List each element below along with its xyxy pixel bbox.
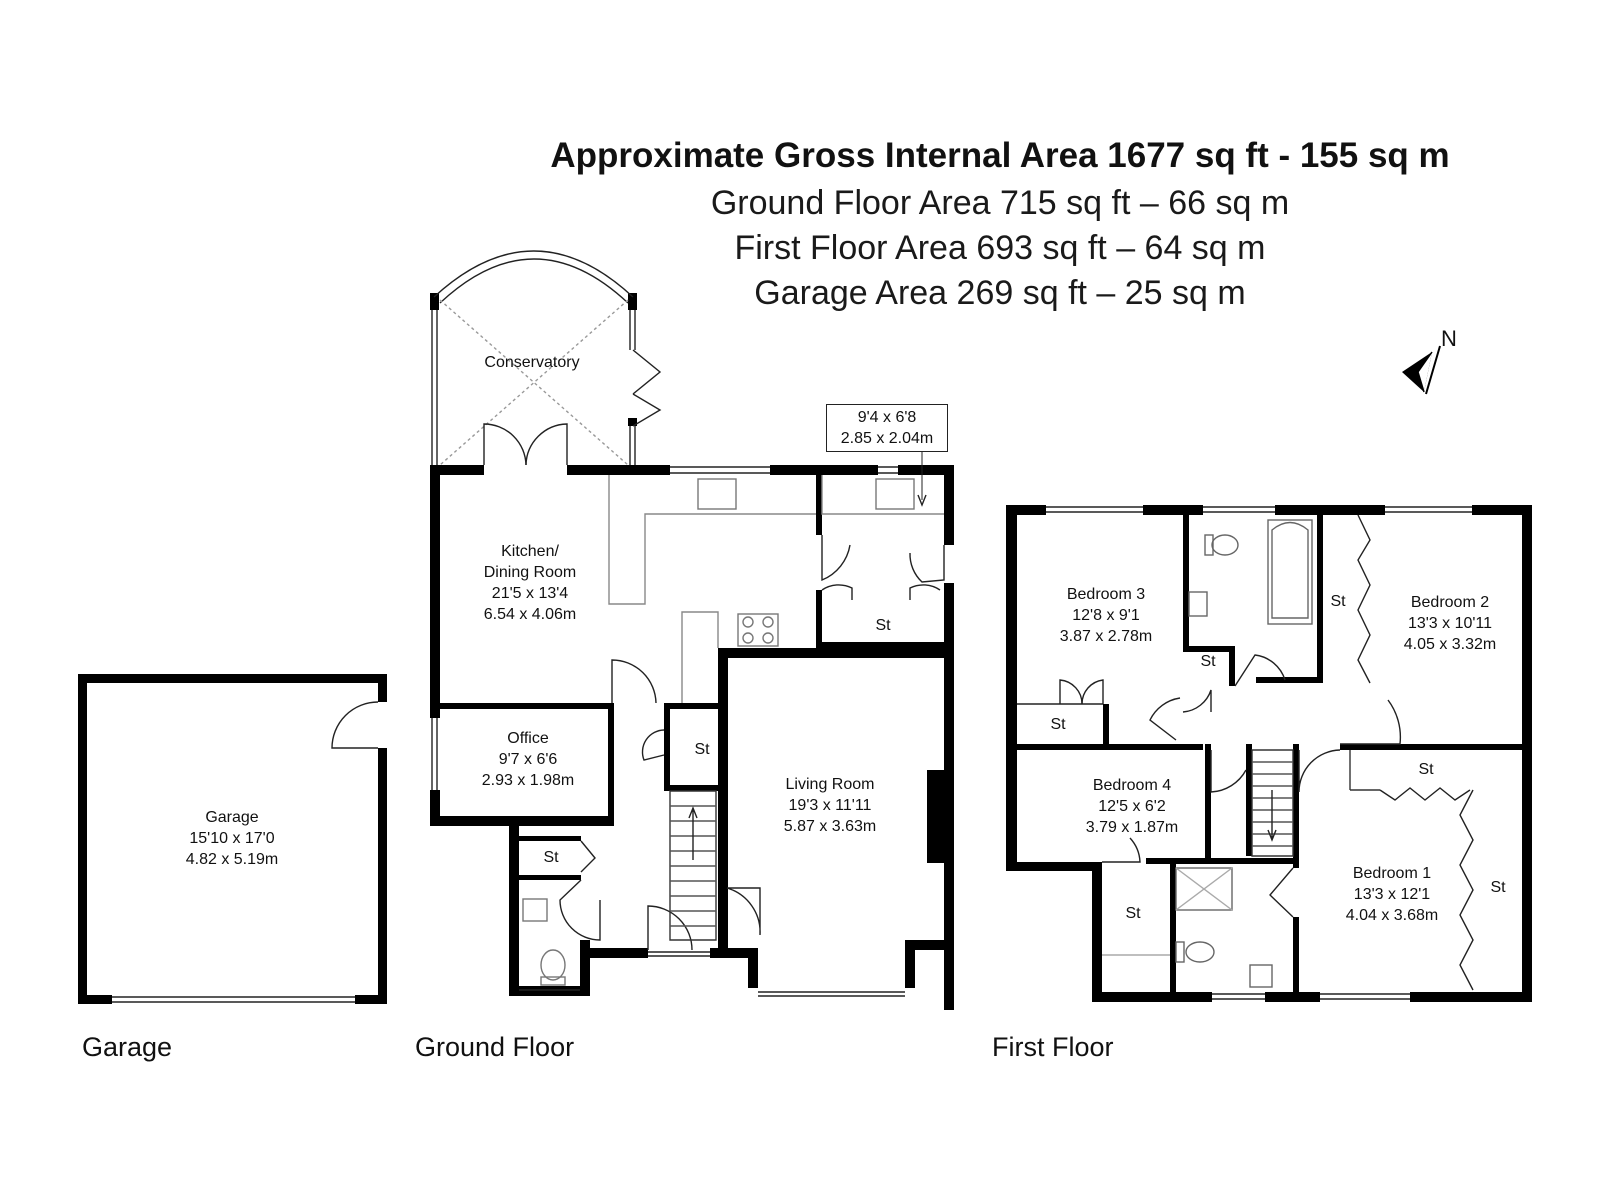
room-name: Bedroom 4 bbox=[1092, 777, 1172, 794]
ff-wall-left bbox=[1006, 505, 1017, 871]
room-imperial: 19'3 x 11'11 bbox=[788, 797, 872, 814]
fireplace bbox=[927, 770, 945, 863]
room-name: Kitchen/ bbox=[501, 543, 559, 560]
room-bedroom-1: Bedroom 1 13'3 x 12'1 4.04 x 3.68m bbox=[1346, 863, 1439, 926]
room-name: Bedroom 2 bbox=[1410, 594, 1490, 611]
garage-wall-right-lower bbox=[378, 748, 387, 1004]
garage-wall-left bbox=[78, 674, 87, 1004]
ff-stairs bbox=[1251, 749, 1294, 857]
room-metric: 4.82 x 5.19m bbox=[185, 851, 279, 868]
gf-wall-left-kitchen bbox=[430, 465, 440, 705]
bath bbox=[1267, 519, 1313, 625]
floor-label-ground: Ground Floor bbox=[415, 1032, 575, 1062]
room-bedroom-4: Bedroom 4 12'5 x 6'2 3.79 x 1.87m bbox=[1086, 775, 1179, 838]
garage-wall-bottom-right bbox=[355, 995, 387, 1004]
storage-label: St bbox=[1050, 716, 1066, 733]
conservatory-door-swing bbox=[483, 423, 527, 466]
room-metric: 4.05 x 3.32m bbox=[1403, 636, 1497, 653]
room-name-2: Dining Room bbox=[483, 564, 577, 581]
storage-label: St bbox=[543, 849, 559, 866]
wc-toilet bbox=[540, 949, 566, 981]
storage-label: St bbox=[1418, 761, 1434, 778]
ff-toilet bbox=[1211, 534, 1239, 556]
room-conservatory: Conservatory bbox=[484, 352, 579, 373]
room-imperial: 12'5 x 6'2 bbox=[1098, 798, 1166, 815]
storage-label: St bbox=[1200, 653, 1216, 670]
room-imperial: 9'7 x 6'6 bbox=[498, 751, 558, 768]
room-bedroom-3: Bedroom 3 12'8 x 9'1 3.87 x 2.78m bbox=[1060, 584, 1153, 647]
hob bbox=[737, 613, 779, 647]
room-name: Office bbox=[507, 730, 549, 747]
room-office: Office 9'7 x 6'6 2.93 x 1.98m bbox=[482, 728, 575, 791]
room-imperial: 12'8 x 9'1 bbox=[1072, 607, 1140, 624]
storage-label: St bbox=[1330, 593, 1346, 610]
room-metric: 2.93 x 1.98m bbox=[481, 772, 575, 789]
floor-label-first: First Floor bbox=[992, 1032, 1114, 1062]
room-name: Bedroom 1 bbox=[1352, 865, 1432, 882]
ff-wall-right bbox=[1522, 505, 1532, 1002]
storage-label: St bbox=[1490, 879, 1506, 896]
room-metric: 4.04 x 3.68m bbox=[1345, 907, 1439, 924]
room-metric: 2.85 x 2.04m bbox=[840, 430, 934, 447]
kitchen-worktop bbox=[608, 475, 816, 605]
gf-stairs bbox=[669, 790, 717, 941]
conservatory-roof-outer bbox=[433, 250, 634, 298]
room-metric: 3.87 x 2.78m bbox=[1059, 628, 1153, 645]
garage-wall-right-upper bbox=[378, 674, 387, 702]
room-name: Conservatory bbox=[484, 354, 580, 371]
room-imperial: 13'3 x 10'11 bbox=[1407, 615, 1493, 632]
room-metric: 5.87 x 3.63m bbox=[783, 818, 877, 835]
room-kitchen: Kitchen/ Dining Room 21'5 x 13'4 6.54 x … bbox=[484, 541, 577, 625]
garage-side-door-swing bbox=[331, 701, 379, 749]
room-bedroom-2: Bedroom 2 13'3 x 10'11 4.05 x 3.32m bbox=[1404, 592, 1497, 655]
room-imperial: 9'4 x 6'8 bbox=[857, 409, 917, 426]
room-metric: 6.54 x 4.06m bbox=[483, 606, 577, 623]
room-imperial: 21'5 x 13'4 bbox=[491, 585, 569, 602]
cupboard-doors bbox=[821, 584, 941, 600]
floor-label-garage: Garage bbox=[82, 1032, 173, 1062]
room-imperial: 15'10 x 17'0 bbox=[189, 830, 275, 847]
wc-basin bbox=[522, 898, 548, 922]
storage-label: St bbox=[694, 741, 710, 758]
room-garage: Garage 15'10 x 17'0 4.82 x 5.19m bbox=[186, 807, 279, 870]
north-arrow-icon bbox=[1402, 345, 1441, 395]
gf-wall-top-left bbox=[430, 465, 478, 475]
room-imperial: 13'3 x 12'1 bbox=[1353, 886, 1431, 903]
north-label: N bbox=[1441, 326, 1457, 351]
room-living: Living Room 19'3 x 11'11 5.87 x 3.63m bbox=[784, 774, 877, 837]
first-floor-area: First Floor Area 693 sq ft – 64 sq m bbox=[734, 229, 1266, 267]
room-name: Living Room bbox=[785, 776, 875, 793]
room-name: Garage bbox=[205, 809, 259, 826]
kitchen-sink bbox=[697, 478, 737, 510]
storage-label: St bbox=[1125, 905, 1141, 922]
gross-area-title: Approximate Gross Internal Area 1677 sq … bbox=[550, 136, 1450, 175]
garage-area: Garage Area 269 sq ft – 25 sq m bbox=[754, 274, 1246, 312]
wardrobe-doors bbox=[1357, 514, 1371, 684]
gf-wall-right bbox=[944, 465, 954, 545]
room-metric: 3.79 x 1.87m bbox=[1085, 819, 1179, 836]
gf-wall-left-office bbox=[430, 705, 440, 718]
storage-label: St bbox=[875, 617, 891, 634]
garage-wall-bottom-left bbox=[78, 995, 112, 1004]
ground-floor-area: Ground Floor Area 715 sq ft – 66 sq m bbox=[710, 184, 1290, 222]
garage-wall-top bbox=[78, 674, 387, 683]
utility-dimensions: 9'4 x 6'8 2.85 x 2.04m bbox=[826, 404, 948, 452]
room-name: Bedroom 3 bbox=[1066, 586, 1146, 603]
ff-basin bbox=[1188, 591, 1208, 617]
shower bbox=[1175, 867, 1233, 911]
